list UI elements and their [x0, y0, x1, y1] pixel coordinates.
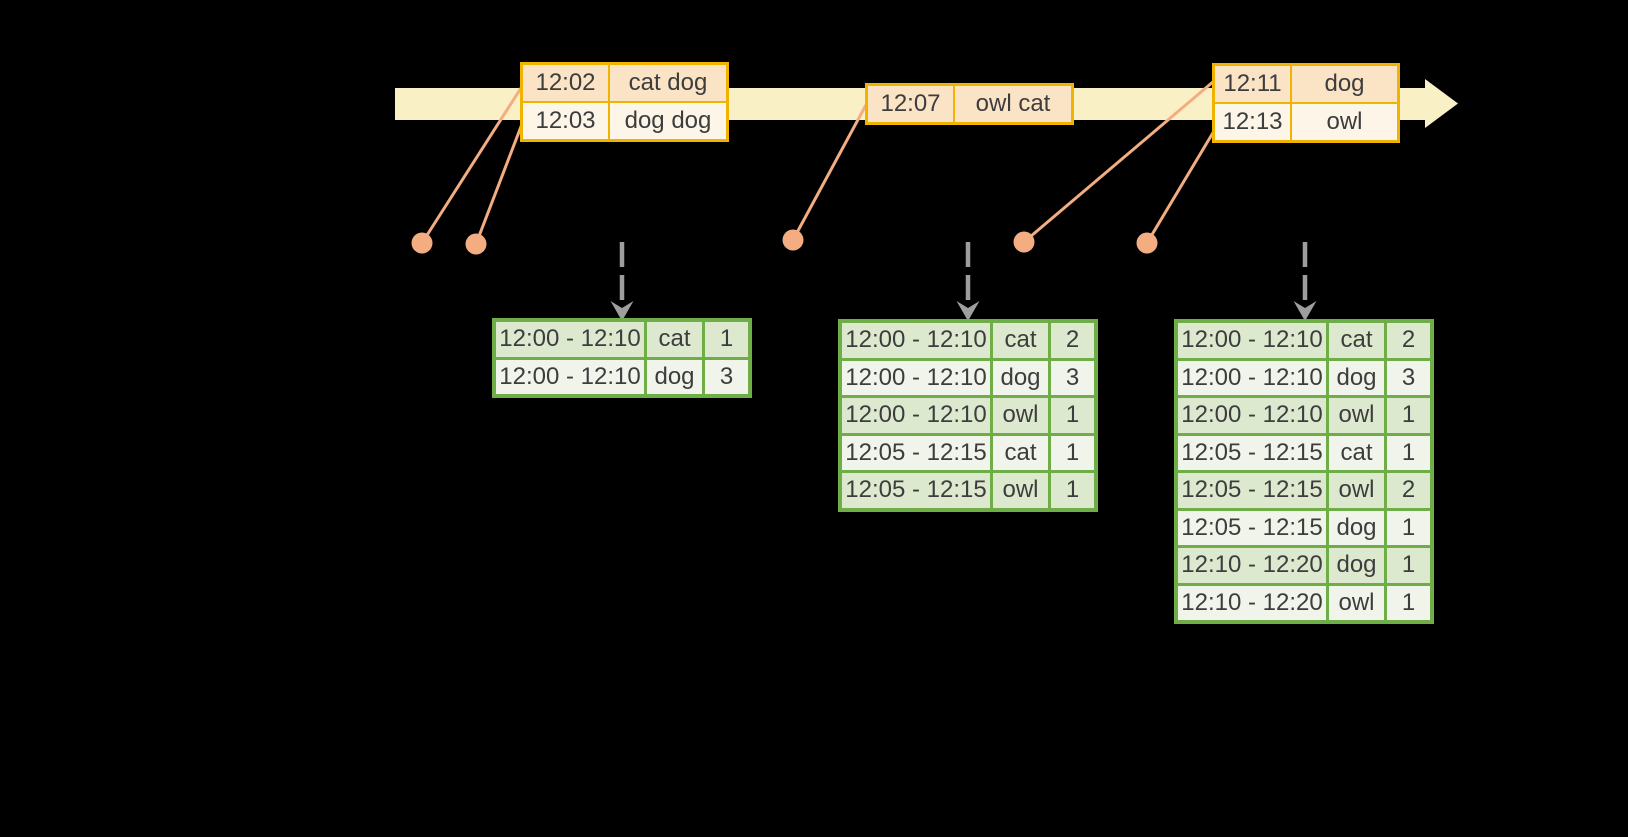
words-cell: dog dog	[608, 101, 729, 142]
trigger-arrow	[1293, 242, 1317, 321]
word-cell: dog	[1326, 357, 1387, 398]
window-cell: 12:05 - 12:15	[838, 470, 993, 511]
event-marker-dot	[1013, 231, 1035, 253]
words-cell: dog	[1290, 63, 1400, 104]
word-cell: cat	[644, 318, 705, 360]
time-cell: 12:02	[520, 62, 610, 103]
count-cell: 1	[1048, 432, 1098, 473]
event-marker-line	[791, 102, 869, 241]
count-cell: 1	[1384, 507, 1434, 548]
word-cell: owl	[990, 395, 1051, 436]
count-cell: 1	[1384, 432, 1434, 473]
event-marker-dot	[465, 233, 487, 255]
word-cell: owl	[990, 470, 1051, 511]
word-cell: cat	[1326, 319, 1387, 361]
word-cell: owl	[1326, 470, 1387, 511]
count-cell: 1	[1384, 545, 1434, 586]
event-marker-line	[474, 123, 524, 245]
words-cell: owl	[1290, 102, 1400, 143]
event-marker-line	[1145, 130, 1216, 244]
count-cell: 2	[1384, 319, 1434, 361]
arrow-down-icon	[610, 301, 634, 321]
count-cell: 3	[1384, 357, 1434, 398]
word-cell: dog	[1326, 507, 1387, 548]
count-cell: 3	[702, 356, 752, 398]
window-cell: 12:00 - 12:10	[492, 318, 647, 360]
window-cell: 12:10 - 12:20	[1174, 545, 1329, 586]
trigger-arrow	[610, 242, 634, 321]
window-cell: 12:05 - 12:15	[1174, 432, 1329, 473]
window-cell: 12:00 - 12:10	[1174, 319, 1329, 361]
arrow-down-icon	[956, 301, 980, 321]
time-cell: 12:07	[865, 83, 955, 125]
window-cell: 12:10 - 12:20	[1174, 582, 1329, 624]
window-cell: 12:00 - 12:10	[492, 356, 647, 398]
word-cell: cat	[990, 432, 1051, 473]
count-cell: 1	[1048, 470, 1098, 511]
count-cell: 1	[1048, 395, 1098, 436]
word-cell: dog	[990, 357, 1051, 398]
event-marker-line	[420, 87, 523, 244]
words-cell: owl cat	[953, 83, 1074, 125]
event-marker-dot	[1136, 232, 1158, 254]
time-cell: 12:13	[1212, 102, 1292, 143]
count-cell: 1	[1384, 395, 1434, 436]
time-cell: 12:03	[520, 101, 610, 142]
word-cell: owl	[1326, 395, 1387, 436]
event-marker-dot	[782, 229, 804, 251]
event-marker-dot	[411, 232, 433, 254]
window-cell: 12:00 - 12:10	[838, 357, 993, 398]
window-cell: 12:00 - 12:10	[1174, 395, 1329, 436]
word-cell: cat	[990, 319, 1051, 361]
count-cell: 1	[702, 318, 752, 360]
window-cell: 12:00 - 12:10	[1174, 357, 1329, 398]
trigger-arrow	[956, 242, 980, 321]
event-marker-line	[1023, 79, 1215, 244]
words-cell: cat dog	[608, 62, 729, 103]
window-cell: 12:05 - 12:15	[838, 432, 993, 473]
word-cell: dog	[644, 356, 705, 398]
count-cell: 3	[1048, 357, 1098, 398]
window-cell: 12:05 - 12:15	[1174, 470, 1329, 511]
window-cell: 12:00 - 12:10	[838, 395, 993, 436]
arrow-down-icon	[1293, 301, 1317, 321]
window-cell: 12:05 - 12:15	[1174, 507, 1329, 548]
word-cell: dog	[1326, 545, 1387, 586]
window-cell: 12:00 - 12:10	[838, 319, 993, 361]
time-cell: 12:11	[1212, 63, 1292, 104]
word-cell: owl	[1326, 582, 1387, 624]
word-cell: cat	[1326, 432, 1387, 473]
count-cell: 2	[1048, 319, 1098, 361]
timeline-arrow-right-icon	[1425, 79, 1458, 128]
count-cell: 2	[1384, 470, 1434, 511]
count-cell: 1	[1384, 582, 1434, 624]
